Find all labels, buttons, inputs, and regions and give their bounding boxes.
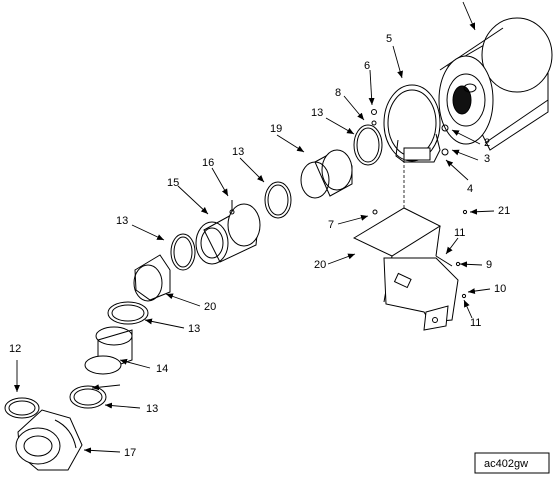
callout-20: 20 xyxy=(204,301,216,313)
callout-4: 4 xyxy=(467,183,473,195)
callout-6: 6 xyxy=(364,60,370,72)
callout-13: 13 xyxy=(116,215,128,227)
callout-labels: 5 6 8 13 19 13 16 15 13 20 13 14 13 17 1… xyxy=(9,33,510,459)
callout-11: 11 xyxy=(470,317,481,329)
tube-15 xyxy=(195,200,261,265)
clamp-and-elbow-middle xyxy=(133,233,196,302)
callout-15: 15 xyxy=(167,177,179,189)
clamp-and-hose-lower xyxy=(69,301,149,409)
callout-11: 11 xyxy=(454,227,465,239)
reference-code: ac402gw xyxy=(484,458,528,470)
callout-14: 14 xyxy=(156,363,168,375)
callout-20: 20 xyxy=(314,259,326,271)
mounting-band xyxy=(371,84,449,163)
callout-12: 12 xyxy=(9,343,21,355)
callout-21: 21 xyxy=(498,205,510,217)
callout-13: 13 xyxy=(311,107,323,119)
callout-16: 16 xyxy=(202,157,214,169)
callout-7: 7 xyxy=(328,219,334,231)
callout-2: 2 xyxy=(484,137,490,149)
clamp-and-elbow-bottom xyxy=(4,397,83,471)
callout-3: 3 xyxy=(484,153,490,165)
air-cleaner-housing xyxy=(438,17,553,151)
callout-13: 13 xyxy=(146,403,158,415)
callout-9: 9 xyxy=(486,259,492,271)
callout-10: 10 xyxy=(494,283,506,295)
callout-13: 13 xyxy=(232,146,244,158)
mounting-bracket xyxy=(352,207,468,331)
clamp-and-hose-upper xyxy=(264,124,383,219)
leader-lines xyxy=(14,1,495,454)
callout-13: 13 xyxy=(188,323,200,335)
callout-17: 17 xyxy=(124,447,136,459)
callout-5: 5 xyxy=(386,33,392,45)
callout-8: 8 xyxy=(335,87,341,99)
reference-code-box: ac402gw xyxy=(474,452,550,474)
callout-19: 19 xyxy=(270,123,282,135)
